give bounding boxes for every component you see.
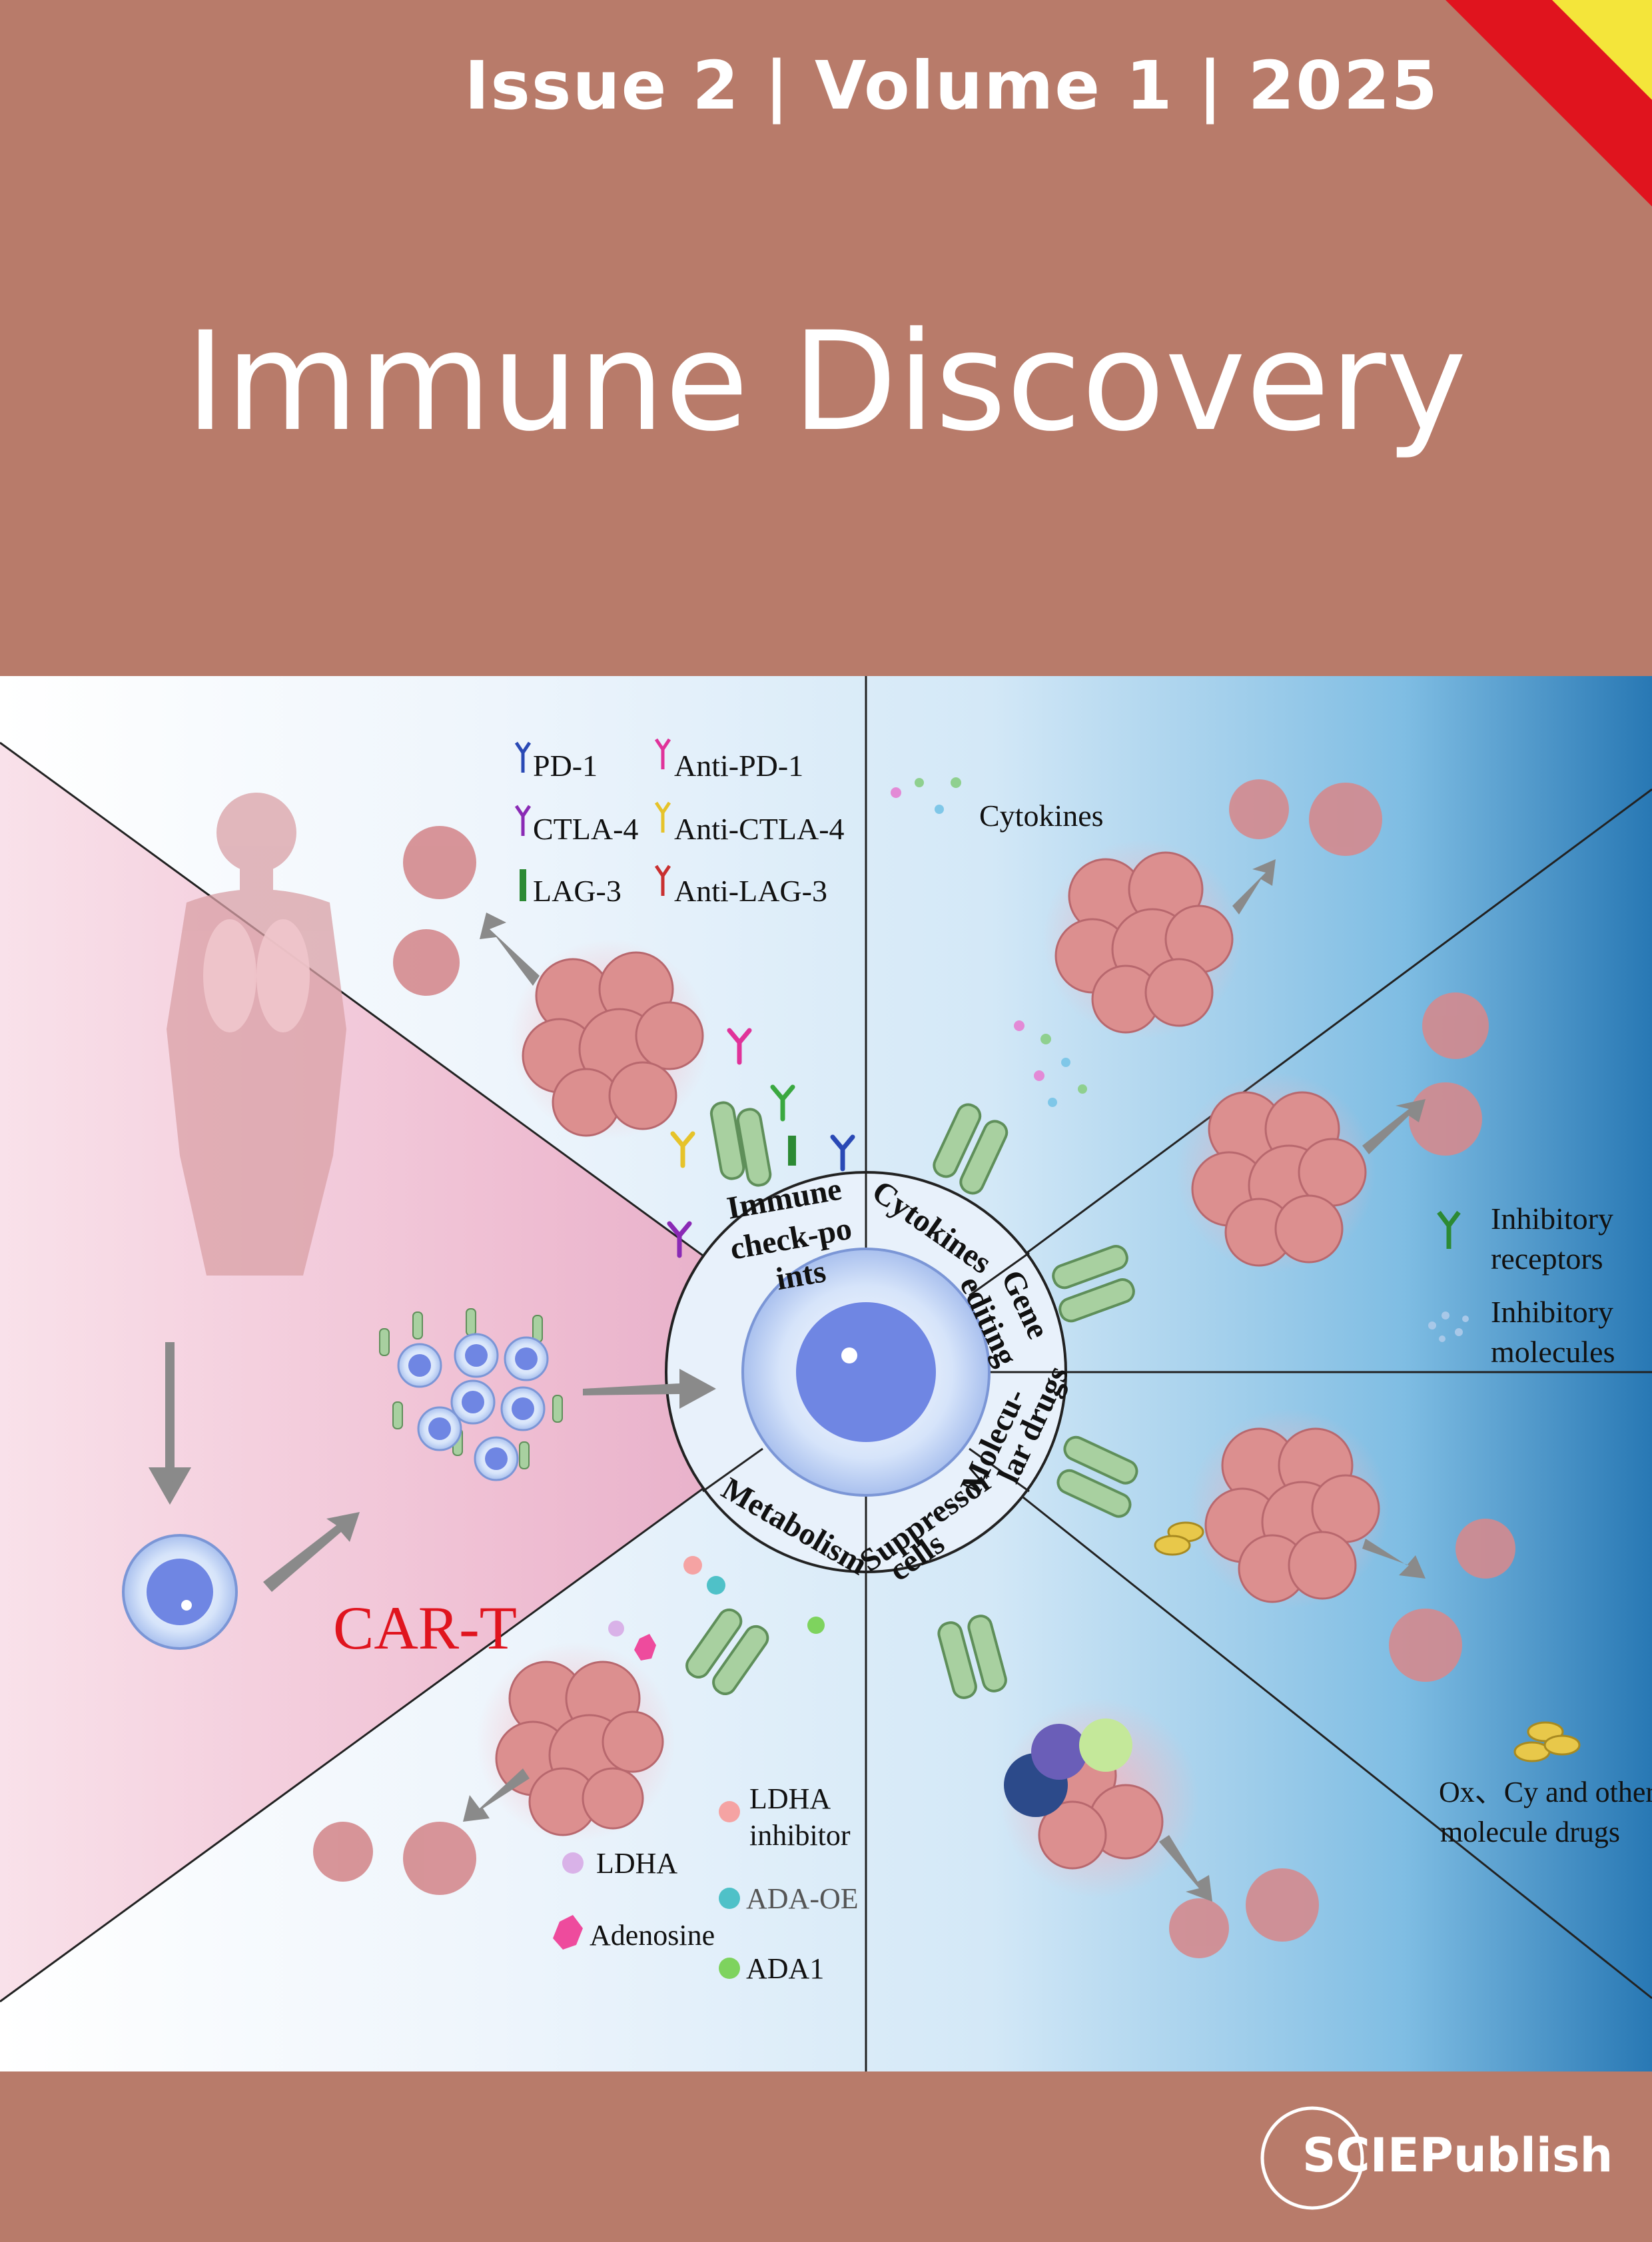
inhibitory-molecule-icon [1428,1311,1469,1342]
dead-tumor-fragments [313,779,1515,1958]
cover-footer [0,2071,1652,2242]
legend-anti-pd1: Anti-PD-1 [674,749,803,783]
car-t-label: CAR-T [333,1594,517,1662]
legend-ctla4: CTLA-4 [533,812,638,846]
car-receptors [685,1101,1138,1699]
journal-title: Immune Discovery [185,303,1467,462]
adenosine-label: Adenosine [590,1919,715,1952]
inhibitory-receptor-icon [1437,1210,1461,1249]
ldha-inhibitor-label-1: LDHA [749,1782,831,1815]
inhibitory-molecules-label-1: Inhibitory [1491,1295,1613,1329]
car-t-cell-cluster [379,1308,563,1481]
tumor-cluster-suppressor [999,1698,1199,1898]
legend-anti-ctla4: Anti-CTLA-4 [674,812,845,846]
publisher-name: SCIEPublish [1302,2128,1613,2183]
cytokines-label: Cytokines [979,799,1104,833]
checkpoint-legend: PD-1 Anti-PD-1 CTLA-4 Anti-CTLA-4 LAG-3 … [514,738,845,908]
metabolism-legend: LDHA inhibitor LDHA ADA-OE Adenosine ADA… [553,1556,859,1985]
antibodies [667,1028,855,1258]
legend-anti-lag3: Anti-LAG-3 [674,874,827,908]
corner-stripe [1446,0,1652,206]
wheel-label-checkpoints-3: ints [773,1254,829,1297]
tumor-cluster-checkpoints [510,939,709,1139]
ldha-label: LDHA [596,1847,677,1880]
ada-oe-label: ADA-OE [746,1882,859,1915]
tumor-cluster-molecular [1189,1409,1389,1609]
t-cell-nucleus [796,1302,936,1442]
tumor-cluster-metabolism [476,1642,676,1842]
arrows [148,859,1426,1902]
inhibitory-receptors-label-1: Inhibitory [1491,1202,1613,1236]
ada1-label: ADA1 [746,1952,824,1985]
drug-pills [1154,1521,1581,1762]
legend-lag3: LAG-3 [533,874,621,908]
cover-figure: Immune check-po ints Cytokines Gene edit… [0,676,1652,2071]
inhibitory-receptors-label-2: receptors [1491,1242,1603,1276]
tumor-cluster-cytokines [1042,839,1242,1039]
tumor-cluster-gene-editing [1176,1072,1376,1272]
ldha-inhibitor-label-2: inhibitor [749,1819,851,1852]
molecule-drugs-label-2: molecule drugs [1440,1816,1620,1848]
issue-volume-year: Issue 2 | Volume 1 | 2025 [464,47,1439,125]
inhibitory-molecules-label-2: molecules [1491,1335,1615,1369]
cytokine-dots [891,777,1087,1107]
publisher-logo [1260,2106,1364,2210]
legend-pd1: PD-1 [533,749,598,783]
molecule-drugs-label-1: Ox、Cy and other [1439,1776,1652,1808]
lungs-icon [203,919,310,1032]
